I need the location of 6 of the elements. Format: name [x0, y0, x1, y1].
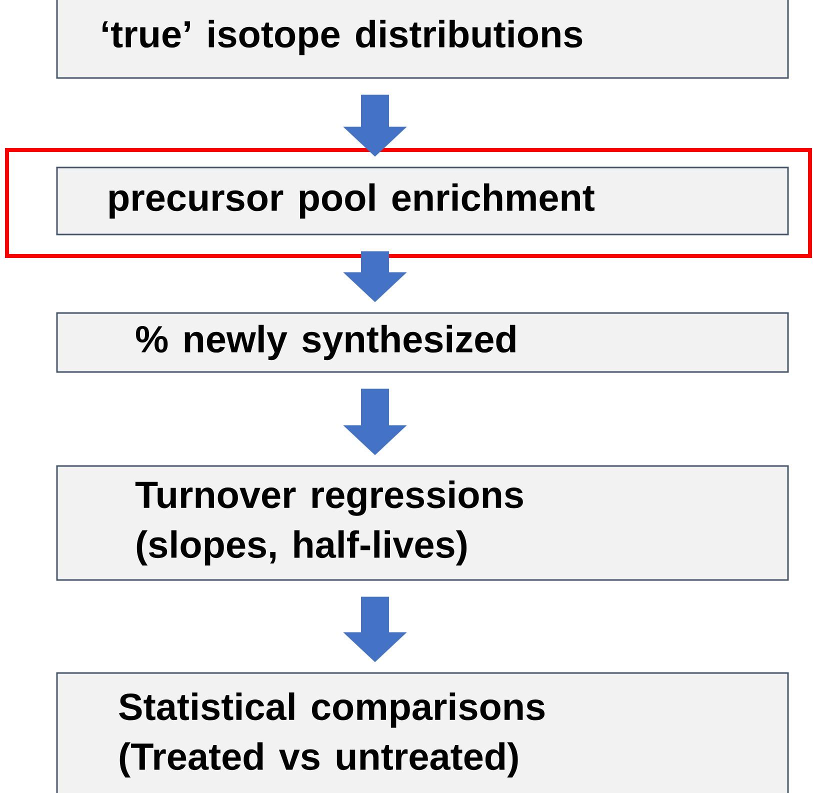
highlight-frame — [5, 148, 812, 258]
process-box: ‘true’ isotope distributions — [56, 0, 789, 79]
process-box: Statistical comparisons (Treated vs untreated) — [56, 672, 789, 793]
highlighted-box: precursor pool enrichment — [56, 166, 789, 236]
process-box: % newly synthesized — [56, 312, 789, 373]
process-box: Turnover regressions (slopes, half-lives) — [56, 465, 789, 581]
